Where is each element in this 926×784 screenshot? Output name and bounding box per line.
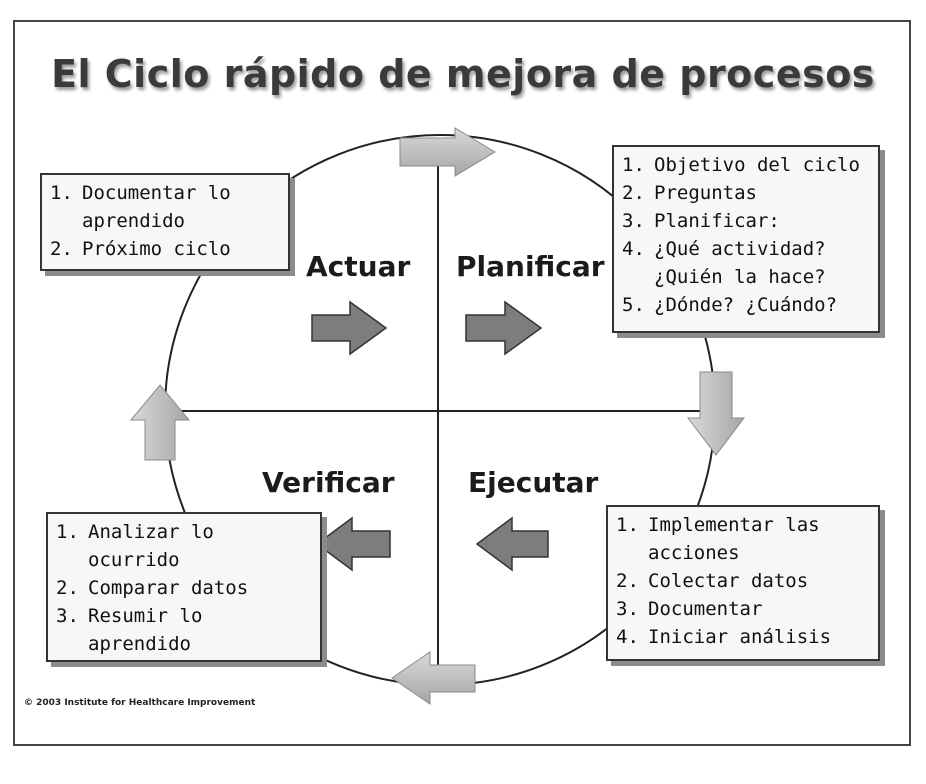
cycle-arrow-top	[399, 127, 496, 177]
quadrant-label-actuar: Actuar	[306, 250, 411, 283]
step-number: 2.	[616, 570, 639, 592]
arrow-ejecutar	[475, 516, 549, 572]
step-item: 2. Próximo ciclo	[50, 235, 280, 263]
step-text: Comparar datos	[88, 577, 249, 599]
step-number: 3.	[616, 598, 639, 620]
step-text: Resumir lo aprendido	[88, 605, 203, 655]
step-item: 1. Analizar lo ocurrido	[56, 518, 312, 574]
step-item: 4. Iniciar análisis	[616, 623, 870, 651]
step-number: 3.	[56, 605, 79, 627]
step-text: Colectar datos	[648, 570, 809, 592]
step-number: 4.	[616, 626, 639, 648]
step-text: Implementar las acciones	[648, 514, 820, 564]
step-item: 3. Documentar	[616, 595, 870, 623]
step-text: Documentar lo aprendido	[82, 182, 231, 232]
quadrant-label-ejecutar: Ejecutar	[468, 466, 599, 499]
arrow-actuar	[311, 300, 388, 356]
step-item: 3. Planificar:	[622, 207, 870, 235]
step-item: 2. Comparar datos	[56, 574, 312, 602]
step-item: 2. Colectar datos	[616, 567, 870, 595]
copyright-notice: © 2003 Institute for Healthcare Improvem…	[24, 698, 256, 708]
step-number: 1.	[56, 521, 79, 543]
actuar-steps-box: 1. Documentar lo aprendido 2. Próximo ciclo	[40, 173, 290, 271]
step-text: Planificar:	[654, 210, 780, 232]
quadrant-label-verificar: Verificar	[262, 466, 395, 499]
quadrant-label-planificar: Planificar	[456, 250, 605, 283]
step-number: 5.	[622, 294, 645, 316]
cycle-arrow-right	[686, 371, 746, 456]
step-item: 3. Resumir lo aprendido	[56, 602, 312, 658]
step-item: 1. Implementar las acciones	[616, 511, 870, 567]
planificar-steps-box: 1. Objetivo del ciclo 2. Preguntas 3. Planifi…	[612, 145, 880, 333]
step-text: Documentar	[648, 598, 763, 620]
step-number: 1.	[622, 154, 645, 176]
step-item: 5. ¿Dónde? ¿Cuándo?	[622, 291, 870, 319]
verificar-steps-box: 1. Analizar lo ocurrido 2. Comparar datos 3.…	[46, 512, 322, 662]
step-text: Objetivo del ciclo	[654, 154, 860, 176]
arrow-planificar	[465, 300, 543, 356]
step-number: 1.	[50, 182, 73, 204]
step-item: 4. ¿Qué actividad? ¿Quién la hace?	[622, 235, 870, 291]
step-item: 1. Objetivo del ciclo	[622, 151, 870, 179]
step-item: 2. Preguntas	[622, 179, 870, 207]
step-number: 2.	[56, 577, 79, 599]
step-number: 3.	[622, 210, 645, 232]
step-text: Próximo ciclo	[82, 238, 231, 260]
step-number: 2.	[50, 238, 73, 260]
arrow-verificar	[315, 516, 391, 572]
step-text: ¿Dónde? ¿Cuándo?	[654, 294, 838, 316]
cycle-arrow-left	[129, 384, 191, 461]
step-number: 4.	[622, 238, 645, 260]
step-item: 1. Documentar lo aprendido	[50, 179, 280, 235]
step-number: 1.	[616, 514, 639, 536]
step-number: 2.	[622, 182, 645, 204]
page-title: El Ciclo rápido de mejora de procesos	[51, 52, 875, 96]
step-text: Analizar lo ocurrido	[88, 521, 214, 571]
cycle-arrow-bottom	[391, 651, 476, 705]
step-text: Preguntas	[654, 182, 757, 204]
step-text: Iniciar análisis	[648, 626, 832, 648]
ejecutar-steps-box: 1. Implementar las acciones 2. Colectar dat…	[606, 505, 880, 661]
step-text: ¿Qué actividad? ¿Quién la hace?	[654, 238, 826, 288]
